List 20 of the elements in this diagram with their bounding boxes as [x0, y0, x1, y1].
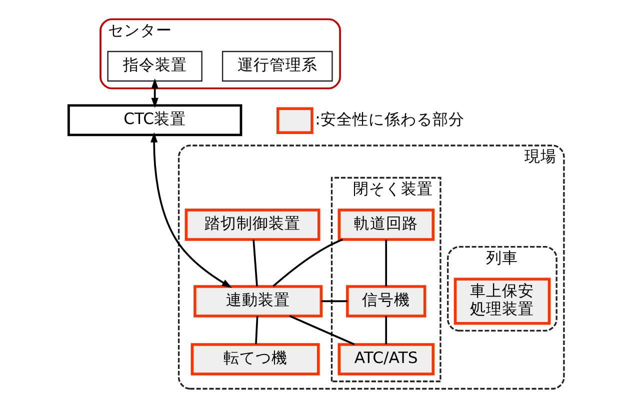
- node-box: 軌道回路: [337, 208, 434, 241]
- node-box: 転てつ機: [190, 343, 320, 376]
- node-box: 連動装置: [193, 285, 322, 318]
- connector: [254, 316, 258, 344]
- node-box: 踏切制御装置: [184, 208, 320, 241]
- node-box: 信号機: [346, 285, 426, 318]
- connector: [272, 238, 342, 287]
- node-box: 指令装置: [106, 50, 202, 82]
- connector: [320, 300, 347, 302]
- node-box: ATC/ATS: [337, 343, 434, 376]
- arrow: [150, 132, 232, 288]
- connector: [288, 315, 354, 346]
- connector: [384, 240, 387, 286]
- node-box: 車上保安処理装置: [453, 278, 550, 325]
- node-box: 運行管理系: [221, 50, 332, 82]
- arrow: [150, 78, 158, 108]
- node-box: CTC装置: [66, 104, 242, 136]
- legend-label: :安全性に係わる部分: [314, 109, 464, 128]
- connector: [384, 316, 387, 344]
- connector: [252, 240, 258, 286]
